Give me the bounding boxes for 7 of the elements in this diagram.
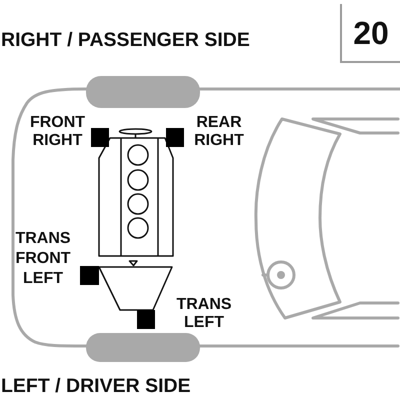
mount-label: TRANS FRONT LEFT [15,229,71,289]
mount-label: FRONT RIGHT [30,114,86,150]
side-label: LEFT / DRIVER SIDE [1,375,191,398]
side-label: RIGHT / PASSENGER SIDE [1,29,250,52]
mount-label: TRANS LEFT [176,296,232,332]
mount-label: REAR RIGHT [194,114,244,150]
figure-number: 20 [340,4,400,63]
